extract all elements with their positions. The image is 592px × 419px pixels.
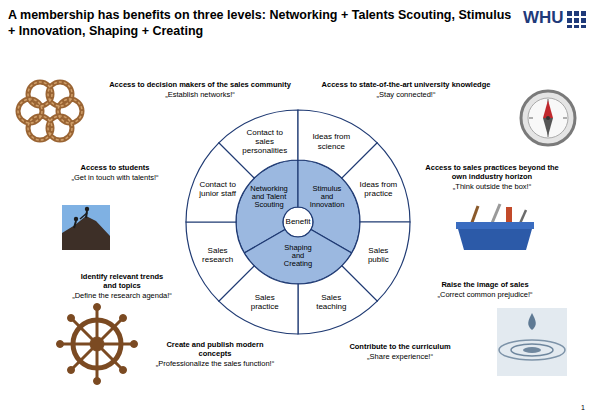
segment-label: Contact to sales personalities bbox=[242, 128, 288, 156]
segment-label: Sales practice bbox=[250, 293, 280, 311]
page-title: A membership has benefits on three level… bbox=[8, 7, 513, 40]
callout-heading: Create and publish modern concepts bbox=[166, 340, 265, 358]
page-number: 1 bbox=[581, 404, 585, 412]
callout-heading: Access to sales practices beyond the own… bbox=[425, 163, 560, 181]
segment-label: Stimulus and Innovation bbox=[309, 185, 345, 210]
callout-quote: „Professionalize the sales function!“ bbox=[155, 359, 275, 368]
callout-heading: Access to students bbox=[80, 163, 150, 172]
segment-label: Benefit bbox=[285, 217, 311, 226]
logo-text: WHU bbox=[523, 9, 564, 28]
outer-segment: Sales research bbox=[185, 221, 256, 303]
callout-quote: „Define the research agenda!“ bbox=[72, 291, 173, 300]
segment-label: Contact to junior staff bbox=[199, 180, 237, 198]
segment-label: Ideas from science bbox=[312, 132, 351, 150]
callout-heading: Identify relevant trends and topics bbox=[80, 272, 164, 290]
segment-shape bbox=[342, 143, 410, 222]
segment-label: Networking and Talent Scouting bbox=[250, 185, 289, 210]
outer-segment: Sales teaching bbox=[297, 264, 379, 335]
callout-quote: „Share experience!“ bbox=[367, 352, 434, 361]
segment-label: Shaping and Creating bbox=[283, 244, 313, 269]
segment-label: Sales public bbox=[367, 246, 389, 264]
rope-picture bbox=[18, 82, 82, 140]
callout-quote: „Stay connected!“ bbox=[376, 90, 436, 99]
segment-shape bbox=[298, 266, 377, 334]
ship-wheel-picture bbox=[57, 304, 138, 385]
whu-logo-mark bbox=[567, 11, 586, 28]
segment-shape bbox=[186, 143, 254, 222]
callout-quote: „Get in touch with talents!“ bbox=[71, 173, 160, 182]
segment-shape bbox=[186, 222, 254, 301]
callout-heading: Access to state-of-the-art university kn… bbox=[321, 80, 491, 89]
segment-label: Sales teaching bbox=[315, 293, 347, 311]
callout-heading: Raise the image of sales bbox=[441, 280, 530, 289]
outer-segment: Ideas from practice bbox=[340, 141, 411, 223]
climbers-picture bbox=[62, 205, 110, 250]
callout-quote: „Correct common prejudice!“ bbox=[437, 290, 534, 299]
water-drop-picture bbox=[497, 308, 567, 376]
callout-heading: Contribute to the curriculum bbox=[349, 342, 452, 351]
segment-label: Ideas from practice bbox=[359, 180, 398, 198]
callout-quote: „Think outside the box!“ bbox=[452, 182, 532, 191]
segment-label: Sales research bbox=[201, 246, 234, 264]
callout-heading: Access to decision makers of the sales c… bbox=[109, 80, 292, 89]
toolbox-picture bbox=[456, 204, 534, 250]
callout-quote: „Establish networks!“ bbox=[165, 90, 236, 99]
outer-segment: Contact to junior staff bbox=[185, 141, 256, 223]
compass-picture bbox=[521, 91, 575, 145]
